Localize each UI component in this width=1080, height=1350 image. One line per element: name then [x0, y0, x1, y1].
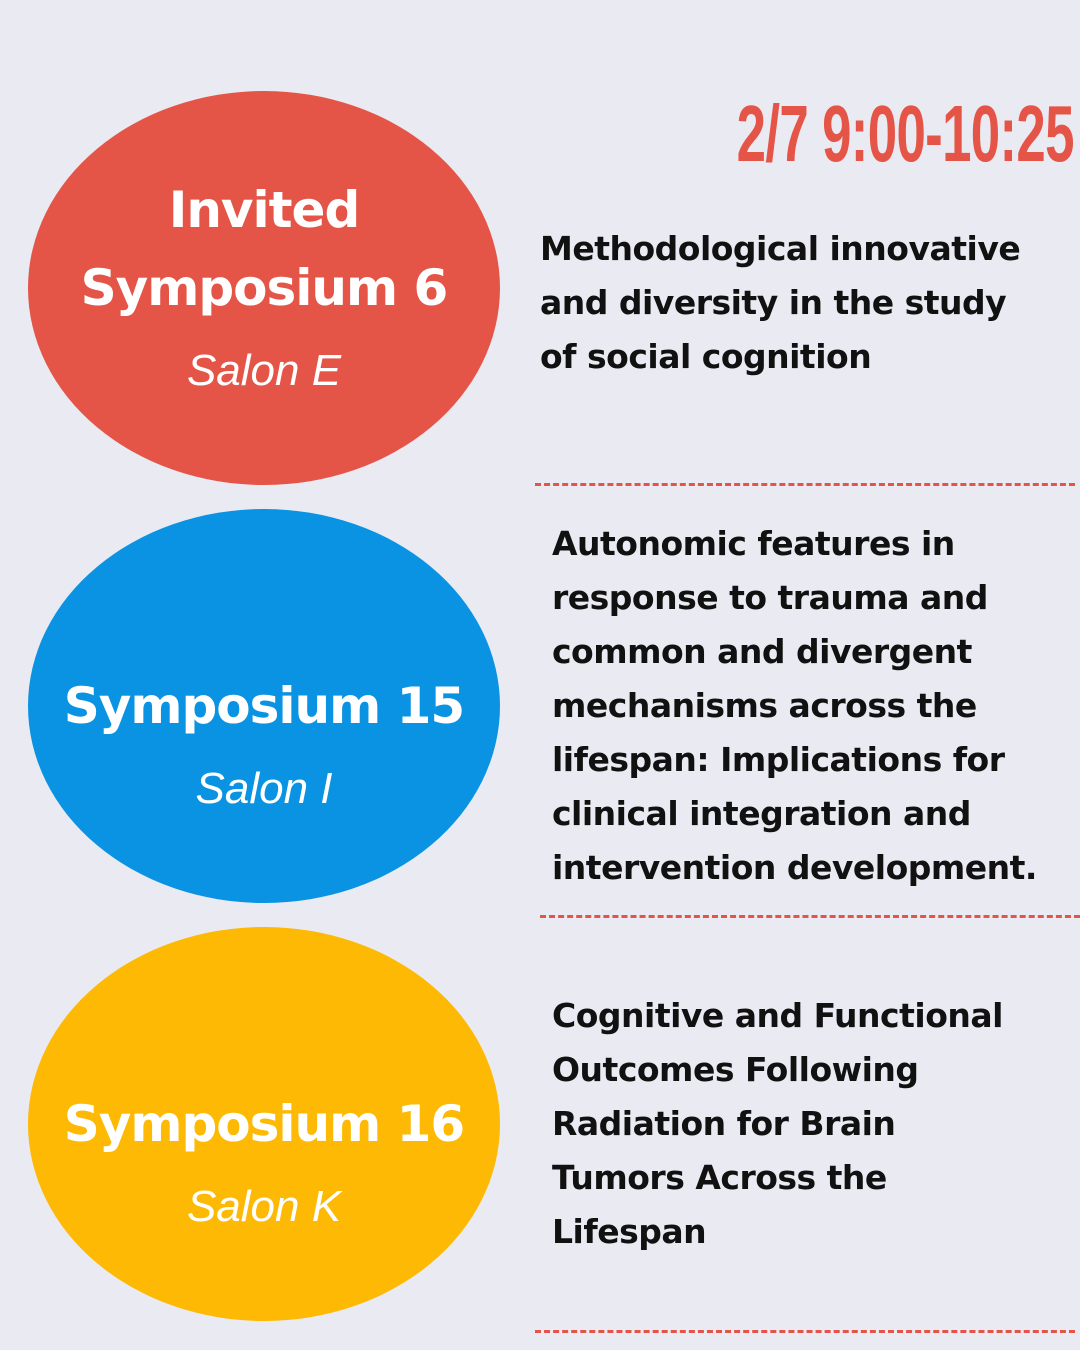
divider — [535, 483, 1075, 486]
description-line: mechanisms across the — [552, 686, 977, 725]
description-line: and diversity in the study — [540, 283, 1007, 322]
session-room: Salon I — [195, 764, 333, 813]
session-title: Symposium 15 — [28, 667, 500, 745]
description-line: Autonomic features in — [552, 524, 955, 563]
description-line: response to trauma and — [552, 578, 988, 617]
divider — [540, 915, 1080, 918]
description-line: Cognitive and Functional — [552, 996, 1003, 1035]
description-line: intervention development. — [552, 848, 1037, 887]
session-badge-symposium-16: Symposium 16 Salon K — [28, 927, 500, 1321]
session-badge-invited-symposium-6: Invited Symposium 6 Salon E — [28, 91, 500, 485]
description-line: Methodological innovative — [540, 229, 1021, 268]
description-line: clinical integration and — [552, 794, 971, 833]
session-description: Cognitive and Functional Outcomes Follow… — [552, 989, 1003, 1259]
session-description: Methodological innovative and diversity … — [540, 222, 1021, 384]
session-room: Salon E — [186, 346, 342, 395]
description-line: lifespan: Implications for — [552, 740, 1005, 779]
session-title-line: Symposium 6 — [80, 259, 449, 317]
session-title: Invited Symposium 6 — [28, 171, 500, 327]
session-badge-symposium-15: Symposium 15 Salon I — [28, 509, 500, 903]
divider — [535, 1330, 1075, 1333]
session-room: Salon K — [186, 1182, 342, 1231]
session-title-line: Symposium 15 — [63, 677, 465, 735]
session-description: Autonomic features in response to trauma… — [552, 517, 1037, 895]
session-title-line: Invited — [168, 181, 361, 239]
description-line: Outcomes Following — [552, 1050, 919, 1089]
description-line: of social cognition — [540, 337, 872, 376]
description-line: Radiation for Brain — [552, 1104, 896, 1143]
session-title: Symposium 16 — [28, 1085, 500, 1163]
description-line: Tumors Across the — [552, 1158, 887, 1197]
session-datetime: 2/7 9:00-10:25 — [736, 89, 1075, 178]
description-line: Lifespan — [552, 1212, 707, 1251]
session-title-line: Symposium 16 — [63, 1095, 465, 1153]
description-line: common and divergent — [552, 632, 972, 671]
